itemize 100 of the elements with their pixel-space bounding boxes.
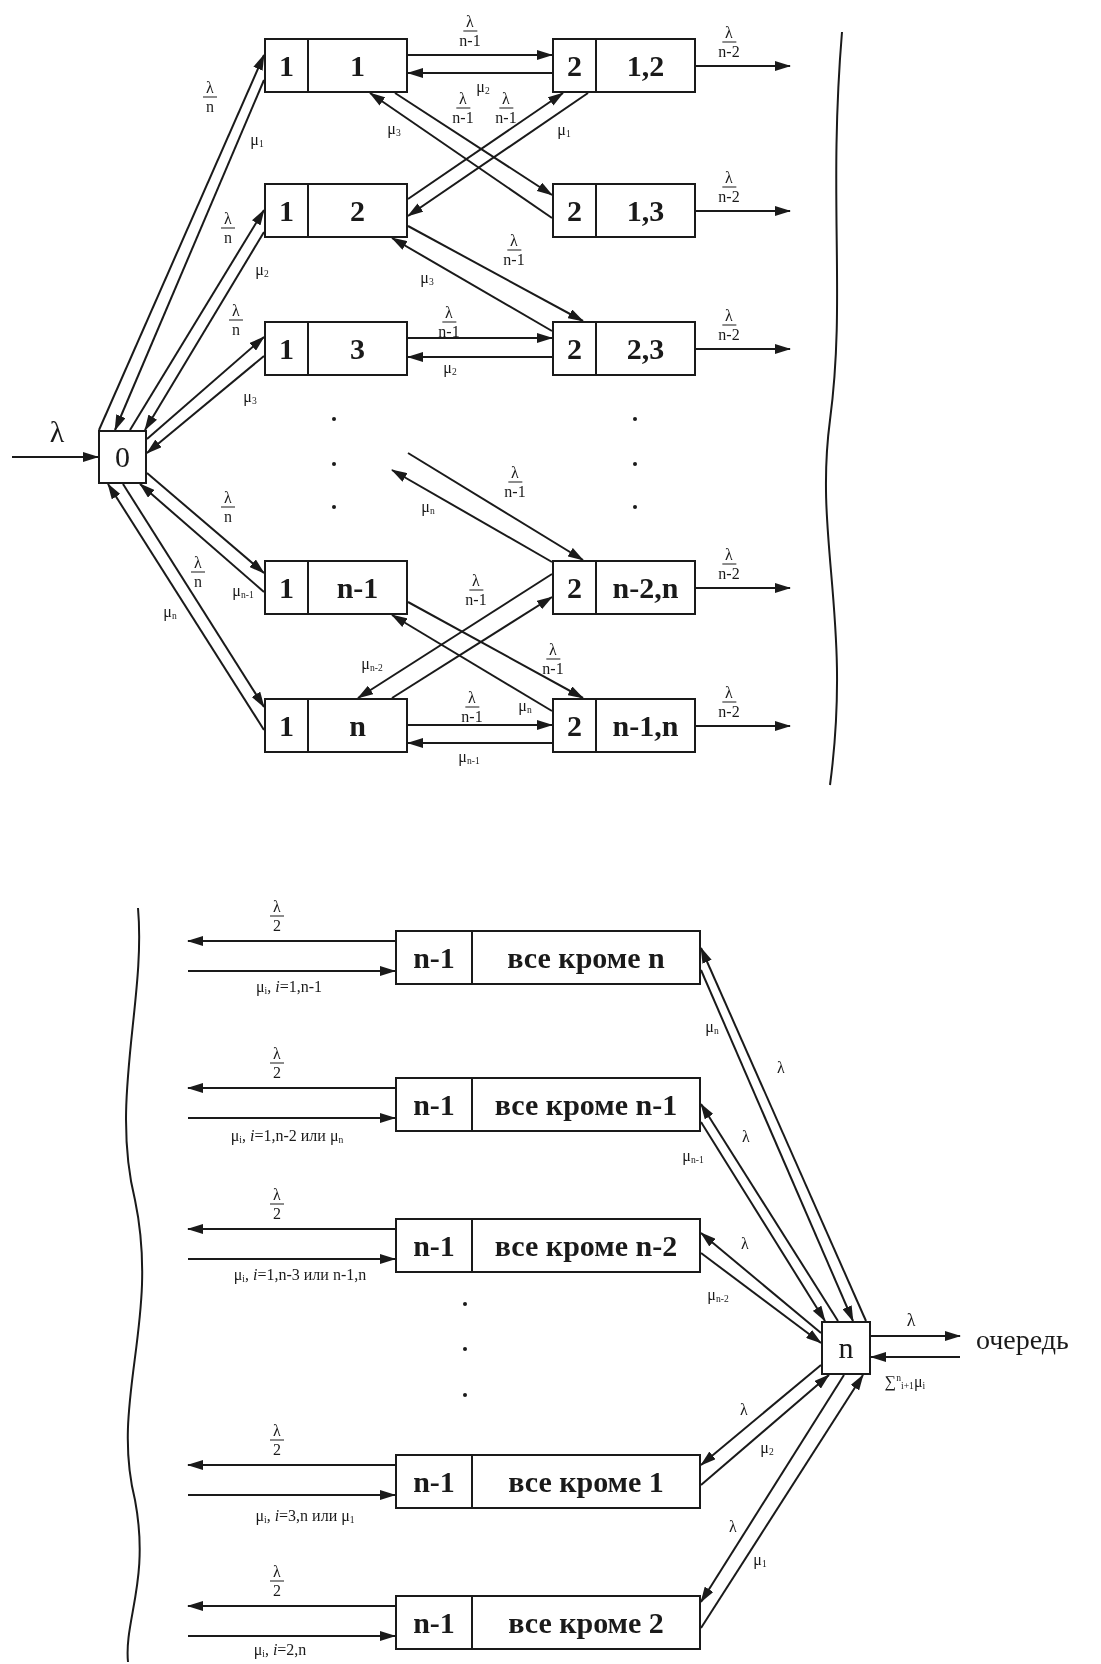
state-text: все кроме n (471, 932, 699, 983)
edge-label: μ$_{2}$ (443, 359, 457, 377)
state-text: 1 (278, 192, 295, 229)
rate-fraction: λ n-1 (503, 464, 527, 500)
state-text: n-1 (307, 562, 406, 613)
state-box (395, 1595, 701, 1650)
rate-fraction: λ n-1 (494, 90, 518, 126)
edge-label: λ (49, 417, 65, 447)
rate-fraction: λ n (229, 302, 243, 338)
rate-fraction: λ n-1 (460, 689, 484, 725)
arrow (407, 738, 553, 748)
arrow (187, 1113, 396, 1123)
state-text: все кроме 2 (471, 1597, 699, 1648)
state-text: 2 (566, 192, 583, 229)
arrow (187, 1083, 396, 1093)
edge-label: μ$_{3}$ (387, 120, 401, 138)
arrow (144, 231, 265, 431)
state-text: 2 (566, 330, 583, 367)
state-box (395, 1077, 701, 1132)
rate-fraction: λ n-1 (502, 232, 526, 268)
state-text: n-1 (412, 1604, 456, 1641)
state-text: 2,3 (595, 323, 694, 374)
arrow (391, 614, 553, 712)
edge-label: μ$_{i}$, i=1,n-1 (255, 978, 323, 996)
edge-label: μ$_{n-1}$ (458, 748, 480, 766)
state-text: n (837, 1330, 855, 1366)
edge-label: μ$_{i}$, i=1,n-2 или μ$_{n}$ (230, 1127, 344, 1145)
arrow (394, 92, 553, 196)
state-text: 1 (278, 330, 295, 367)
arrow (700, 1374, 830, 1486)
state-box (552, 183, 696, 238)
state-box (264, 38, 408, 93)
state-box (395, 930, 701, 985)
arrow (407, 225, 584, 322)
state-text: 1 (278, 47, 295, 84)
rate-fraction: λ n (191, 554, 205, 590)
state-text: n-1 (412, 1227, 456, 1264)
arrow (700, 1374, 845, 1603)
arrow (407, 720, 553, 730)
edge-label: μ$_{i}$, i=1,n-3 или n-1,n (233, 1266, 367, 1284)
rate-fraction: λ n (221, 210, 235, 246)
arrow (391, 596, 553, 699)
state-box (821, 1321, 871, 1375)
arrow (700, 1121, 826, 1322)
edge-label: λ (729, 1519, 737, 1535)
rate-fraction: λ n-1 (541, 641, 565, 677)
arrow (695, 206, 791, 216)
state-text: n-1 (412, 1086, 456, 1123)
state-box (552, 321, 696, 376)
arrow (187, 1490, 396, 1500)
state-box (552, 698, 696, 753)
arrow (700, 1374, 864, 1629)
arrow (187, 936, 396, 946)
edge-label: μ$_{1}$ (557, 121, 571, 139)
arrow (187, 1224, 396, 1234)
edge-label: μ$_{1}$ (753, 1551, 767, 1569)
state-text: 1 (278, 707, 295, 744)
state-text: все кроме n-1 (471, 1079, 699, 1130)
edge-label: μ$_{2}$ (476, 78, 490, 96)
state-text: 1,2 (595, 40, 694, 91)
arrow (407, 92, 589, 217)
rate-fraction: λ 2 (270, 1045, 284, 1081)
arrow (187, 966, 396, 976)
arrow (700, 1103, 839, 1322)
arrow (357, 573, 553, 699)
arrow (407, 601, 584, 699)
edge-label: μ$_{1}$ (250, 131, 264, 149)
arrow (187, 1254, 396, 1264)
state-text: n-1,n (595, 700, 694, 751)
state-box (395, 1218, 701, 1273)
arrow (139, 483, 265, 593)
rate-fraction: λ n-1 (437, 304, 461, 340)
state-text: n (307, 700, 406, 751)
rate-fraction: λ n-2 (717, 546, 741, 582)
arrow (407, 68, 553, 78)
edge-label: λ (777, 1060, 785, 1076)
state-box (264, 560, 408, 615)
arrow (114, 79, 265, 431)
arrow (98, 54, 265, 431)
edge-label: μ$_{n}$ (421, 498, 435, 516)
rate-fraction: λ n-1 (464, 572, 488, 608)
arrow (695, 583, 791, 593)
arrow (695, 61, 791, 71)
edge-label: μ$_{i}$, i=3,n или μ$_{1}$ (255, 1507, 355, 1525)
arrow (11, 452, 99, 462)
queue-label: очередь (975, 1323, 1070, 1357)
state-box (98, 430, 147, 484)
state-text: 1 (278, 569, 295, 606)
edge-label: μ$_{i}$, i=2,n (253, 1641, 307, 1659)
state-box (264, 321, 408, 376)
edge-label: λ (742, 1129, 750, 1145)
rate-fraction: λ 2 (270, 1186, 284, 1222)
state-text: 1,3 (595, 185, 694, 236)
edge-label: μ$_{3}$ (243, 388, 257, 406)
edge-label: μ$_{2}$ (760, 1439, 774, 1457)
arrow (700, 1364, 822, 1466)
arrow (187, 1460, 396, 1470)
state-box (264, 698, 408, 753)
arrow (870, 1331, 961, 1341)
state-text: все кроме 1 (471, 1456, 699, 1507)
